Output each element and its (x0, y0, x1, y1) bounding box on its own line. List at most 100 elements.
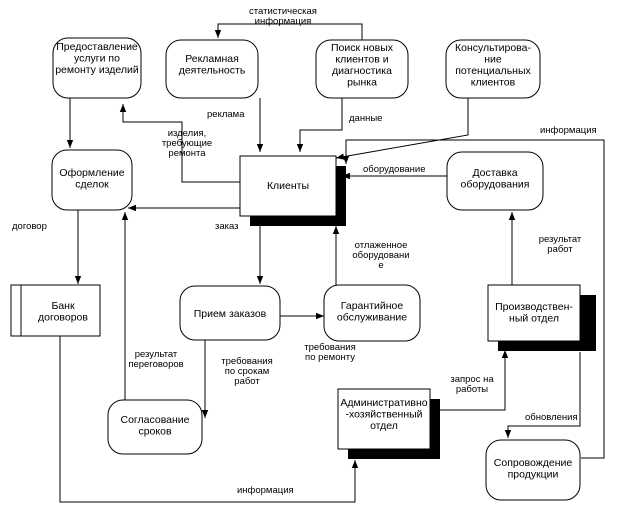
text-line: переговоров (128, 359, 183, 370)
text-line: информация (255, 16, 312, 27)
text-line: работ (547, 244, 573, 255)
text-line: клиентов и (335, 54, 388, 66)
label-obnovleniya: обновления (525, 412, 578, 423)
edge-bank-to-admin (59, 336, 359, 503)
text-line: Рекламная (185, 53, 239, 65)
text-line: изделия, (168, 128, 207, 139)
edge-search-to-clients (296, 98, 343, 152)
text-line: деятельность (179, 65, 246, 77)
text-line: отлаженное (355, 240, 408, 251)
text-line: данные (349, 113, 382, 124)
text-line: продукции (508, 469, 559, 481)
text-line: -хозяйственный (345, 409, 422, 421)
node-orders: Прием заказов (179, 285, 281, 341)
text-line: диагностика (332, 65, 392, 77)
edge-search-to-advertising (214, 23, 363, 40)
text-line: информация (237, 485, 294, 496)
text-line: Прием заказов (194, 308, 267, 320)
text-line: оборудования (461, 179, 530, 191)
text-line: отдел (370, 420, 398, 432)
text-line: Доставка (472, 167, 517, 179)
text-line: результат (135, 349, 178, 360)
text-line: Предоставление (56, 41, 138, 53)
text-line: требования (221, 356, 272, 367)
label-dogovor: договор (12, 221, 47, 232)
text-line: договоров (38, 312, 88, 324)
text-line: информация (540, 125, 597, 136)
text-line: Гарантийное (341, 300, 404, 312)
text-line: ный отдел (509, 313, 559, 325)
text-line: ремонта (168, 148, 206, 159)
text-line: требующие (162, 138, 212, 149)
edge-support-to-clients (342, 139, 605, 459)
text-line: Административно (340, 397, 427, 409)
text-line: ремонту изделий (55, 64, 139, 76)
text-line: Сопровождение (494, 457, 573, 469)
text-line: рынка (347, 77, 377, 89)
text-line: ние (484, 54, 502, 66)
edge-production-to-support (504, 352, 581, 438)
text-line: Консультирова- (455, 42, 531, 54)
text-line: сделок (75, 179, 109, 191)
text-line: запрос на (450, 374, 494, 385)
edge-consulting-to-clients (335, 98, 469, 160)
text-line: обслуживание (337, 312, 407, 324)
text-line: обновления (525, 412, 578, 423)
text-line: работы (456, 384, 488, 395)
text-line: потенциальных (455, 65, 531, 77)
text-line: оборудование (363, 164, 426, 175)
node-clients-label: Клиенты (267, 180, 309, 192)
text-line: работ (234, 376, 260, 387)
text-line: договор (12, 221, 47, 232)
node-clients: Клиенты (239, 155, 346, 226)
text-line: Клиенты (267, 180, 309, 192)
text-line: по ремонту (305, 352, 355, 363)
edge-clients-to-provision (119, 104, 240, 183)
node-production: Производствен-ный отдел (487, 284, 596, 351)
text-line: Поиск новых (331, 42, 394, 54)
label-zakaz: заказ (215, 221, 239, 232)
text-line: оборудовани (352, 250, 409, 261)
node-production-label: Производствен-ный отдел (495, 301, 573, 325)
text-line: Банк (51, 300, 75, 312)
text-line: Производствен- (495, 301, 573, 313)
text-line: Согласование (121, 414, 190, 426)
label-informaciya-top: информация (540, 125, 597, 136)
text-line: клиентов (471, 77, 516, 89)
edge-admin-to-production (440, 350, 509, 411)
text-line: е (378, 260, 383, 271)
label-informaciya-bottom: информация (237, 485, 294, 496)
text-line: Оформление (59, 167, 124, 179)
text-line: требования (304, 342, 355, 353)
text-line: результат (539, 234, 582, 245)
edges (59, 23, 605, 503)
